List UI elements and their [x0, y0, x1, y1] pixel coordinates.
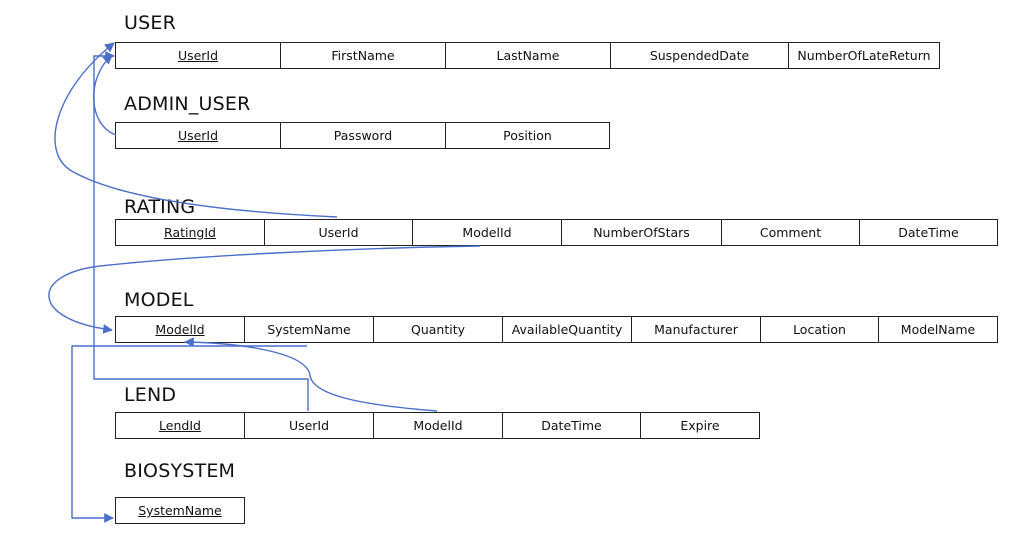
model-modelname-column: ModelName [900, 322, 976, 337]
lend-table: LendId UserId ModelId DateTime Expire [115, 412, 760, 439]
model-location-column: Location [761, 317, 879, 342]
model-systemname-column: SystemName [245, 317, 374, 342]
rating-table: RatingId UserId ModelId NumberOfStars Co… [115, 219, 998, 246]
model-table: ModelId SystemName Quantity AvailableQua… [115, 316, 998, 343]
link-model-to-biosystem [71, 345, 307, 523]
model-modelid-column: ModelId [116, 317, 245, 342]
user-userid-column: UserId [116, 43, 281, 68]
lend-table-title: LEND [124, 384, 177, 406]
admin-user-position-column: Position [503, 128, 552, 143]
user-table-title: USER [124, 12, 176, 34]
link-lend-model-to-model [184, 337, 438, 412]
model-table-title: MODEL [124, 289, 194, 311]
biosystem-systemname-column: SystemName [138, 503, 222, 518]
model-manufacturer-column: Manufacturer [632, 317, 761, 342]
admin-user-password-column: Password [281, 123, 446, 148]
user-numberoflatereturn-column: NumberOfLateReturn [797, 48, 931, 63]
user-lastname-column: LastName [446, 43, 611, 68]
link-lend-user-to-user [93, 51, 309, 411]
rating-datetime-column: DateTime [898, 225, 959, 240]
biosystem-table: SystemName [115, 497, 245, 524]
rating-numberofstars-column: NumberOfStars [562, 220, 722, 245]
admin-user-table-title: ADMIN_USER [124, 93, 251, 115]
model-quantity-column: Quantity [374, 317, 503, 342]
biosystem-table-title: BIOSYSTEM [124, 460, 236, 482]
admin-user-table: UserId Password Position [115, 122, 610, 149]
user-suspendeddate-column: SuspendedDate [611, 43, 789, 68]
admin-user-userid-column: UserId [116, 123, 281, 148]
lend-datetime-column: DateTime [503, 413, 641, 438]
link-rating-user-to-user [54, 42, 338, 218]
lend-expire-column: Expire [680, 418, 720, 433]
model-availablequantity-column: AvailableQuantity [503, 317, 632, 342]
link-admin-user-to-user [93, 54, 117, 136]
lend-userid-column: UserId [245, 413, 374, 438]
lend-lendid-column: LendId [116, 413, 245, 438]
rating-ratingid-column: RatingId [116, 220, 265, 245]
rating-comment-column: Comment [722, 220, 860, 245]
rating-userid-column: UserId [265, 220, 413, 245]
user-firstname-column: FirstName [281, 43, 446, 68]
link-rating-model-to-model [48, 245, 481, 334]
lend-modelid-column: ModelId [374, 413, 503, 438]
rating-modelid-column: ModelId [413, 220, 562, 245]
user-table: UserId FirstName LastName SuspendedDate … [115, 42, 940, 69]
